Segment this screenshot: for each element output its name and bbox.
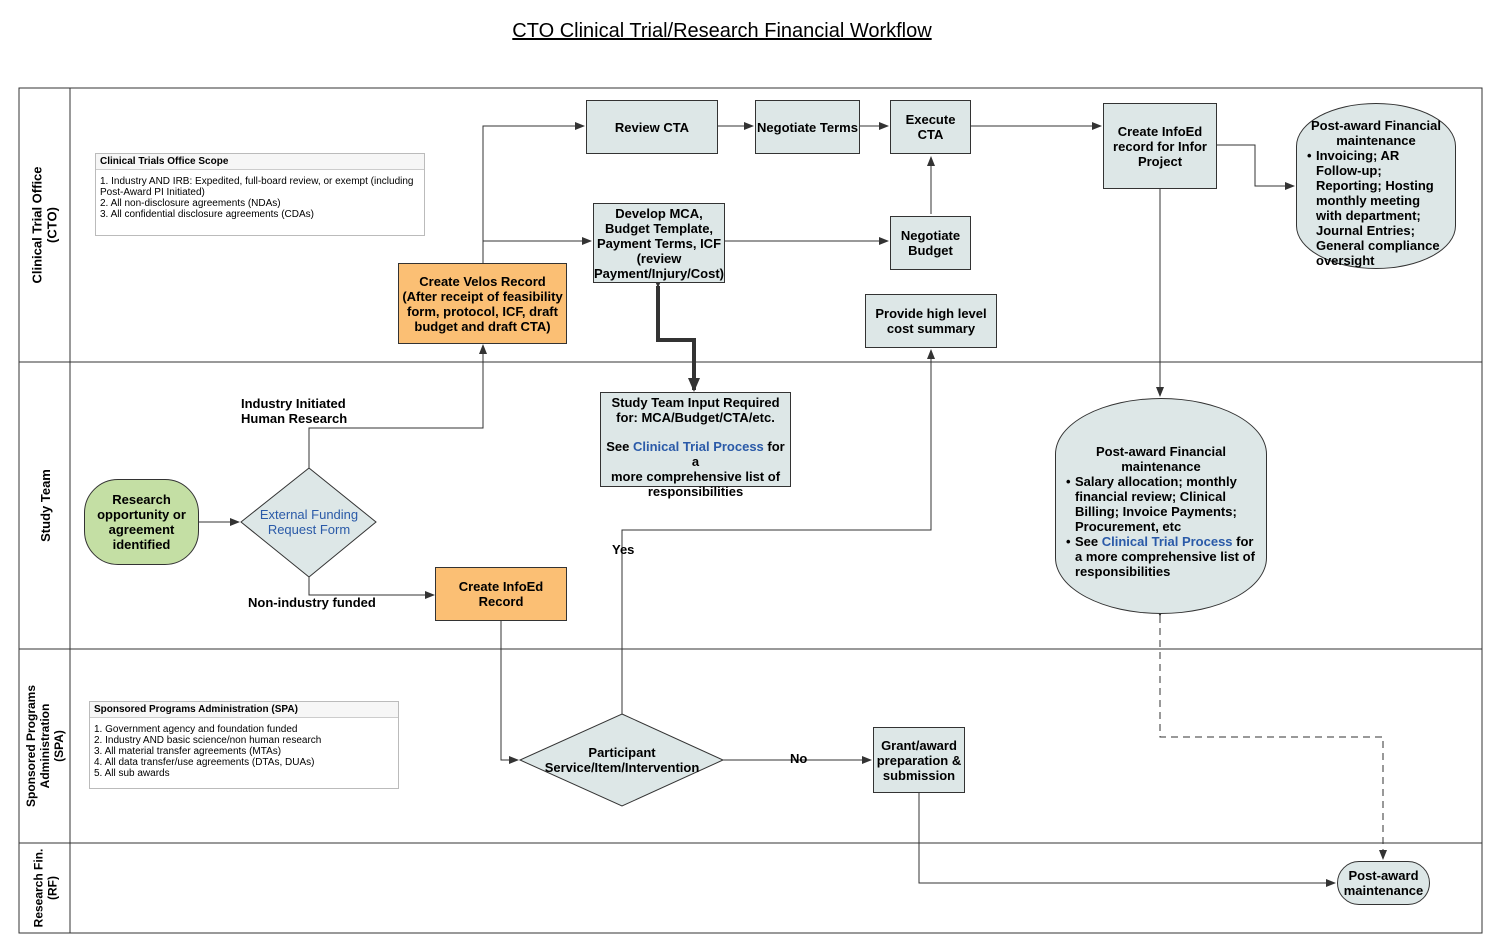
create-infoed-record-node[interactable]: Create InfoEd Record (435, 567, 567, 621)
connectors (199, 122, 1387, 887)
lane-research-fin: Research Fin. (RF) (31, 848, 60, 928)
edge-funding-to-infoed (308, 577, 435, 599)
review-cta-node[interactable]: Review CTA (586, 100, 718, 154)
research-opportunity-node[interactable]: Research opportunity or agreement identi… (84, 479, 199, 565)
edge-participant-yes (621, 349, 935, 714)
edge-develop-study-input-thick (652, 274, 700, 392)
post-award-study-node[interactable]: Post-award Financial maintenance Salary … (1055, 398, 1267, 614)
lane-study-team: Study Team (37, 469, 53, 542)
cost-summary-node[interactable]: Provide high level cost summary (865, 294, 997, 348)
negotiate-terms-node[interactable]: Negotiate Terms (755, 100, 860, 154)
external-funding-label[interactable]: External Funding Request Form (259, 507, 359, 537)
no-label: No (790, 751, 808, 766)
swimlane-frame (18, 87, 1483, 934)
negotiate-budget-node[interactable]: Negotiate Budget (890, 216, 971, 270)
post-award-rf-node[interactable]: Post-award maintenance (1337, 861, 1430, 905)
cto-scope-title: Clinical Trials Office Scope (96, 154, 424, 170)
create-velos-node[interactable]: Create Velos Record (After receipt of fe… (398, 263, 567, 344)
study-team-input-node[interactable]: Study Team Input Required for: MCA/Budge… (600, 392, 791, 499)
spa-scope-note: Sponsored Programs Administration (SPA) … (89, 701, 399, 789)
execute-cta-node[interactable]: Execute CTA (890, 100, 971, 154)
spa-scope-title: Sponsored Programs Administration (SPA) (90, 702, 398, 718)
create-infoed-infor-node[interactable]: Create InfoEd record for Infor Project (1103, 103, 1217, 189)
post-award-cto-node[interactable]: Post-award Financial maintenance Invoici… (1296, 103, 1456, 269)
edge-dashed-post-award (1156, 607, 1387, 860)
edge-funding-to-velos (308, 344, 487, 468)
grant-award-node[interactable]: Grant/award preparation & submission (873, 727, 965, 793)
non-industry-label: Non-industry funded (248, 595, 376, 610)
participant-diamond (518, 713, 725, 807)
clinical-trial-process-link[interactable]: Clinical Trial Process (633, 439, 764, 454)
participant-label[interactable]: Participant Service/Item/Intervention (544, 745, 700, 775)
clinical-trial-process-link-2[interactable]: Clinical Trial Process (1101, 534, 1233, 549)
yes-label: Yes (612, 542, 635, 557)
industry-initiated-label: Industry Initiated Human Research (241, 396, 348, 426)
edge-infoed-to-participant (500, 621, 519, 764)
spa-scope-body: 1. Government agency and foundation fund… (94, 724, 322, 779)
lane-cto: Clinical Trial Office (CTO) (30, 166, 61, 284)
edge-velos-to-review (482, 122, 585, 263)
edge-infor-to-post-award (1217, 144, 1295, 190)
lane-spa: Sponsored Programs Administration (SPA) (24, 684, 66, 808)
edge-grant-to-rf (918, 793, 1336, 887)
cto-scope-note: Clinical Trials Office Scope 1. Industry… (95, 153, 425, 236)
develop-mca-node[interactable]: Develop MCA, Budget Template, Payment Te… (593, 203, 725, 283)
page-title: CTO Clinical Trial/Research Financial Wo… (512, 20, 932, 42)
cto-scope-body: 1. Industry AND IRB: Expedited, full-boa… (100, 176, 414, 220)
